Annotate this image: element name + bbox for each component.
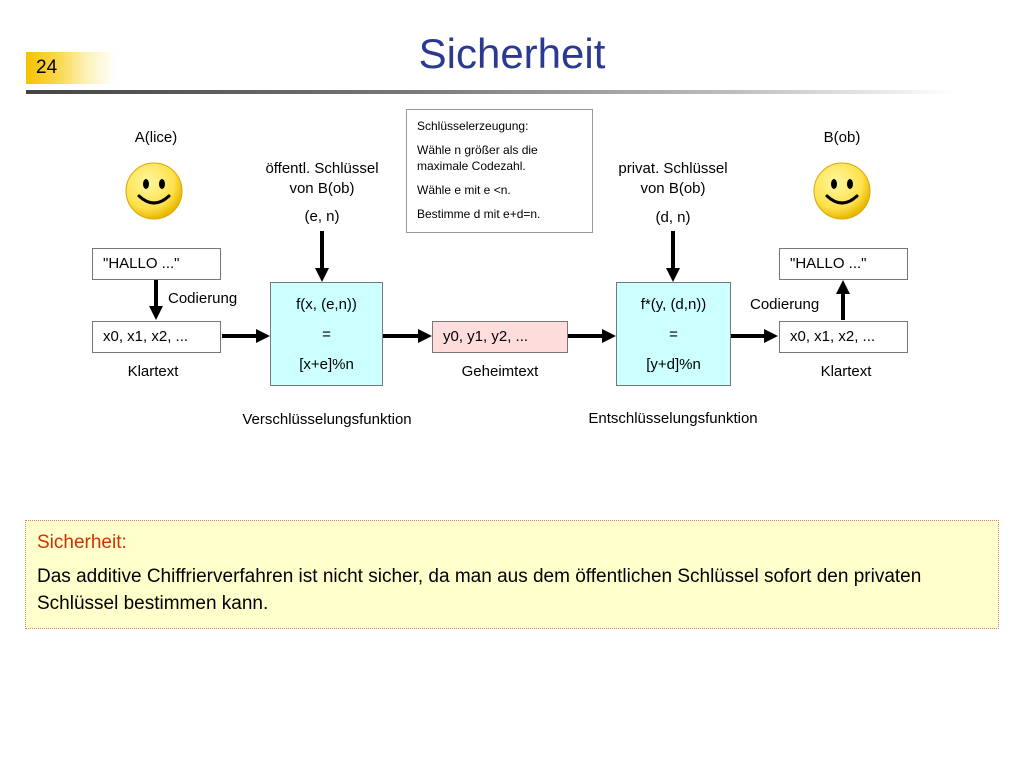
plaintext-box-left: x0, x1, x2, ... [92,321,221,353]
smiley-face-icon [125,162,183,220]
encryption-function-box: f(x, (e,n)) = [x+e]%n [270,282,383,386]
decrypt-fn-line2: = [669,326,678,343]
public-key-label-line1: öffentl. Schlüssel [265,160,379,177]
keygen-step-3: Bestimme d mit e+d=n. [417,207,541,221]
security-note-box: Sicherheit: Das additive Chiffrierverfah… [25,520,999,629]
private-key-label-line2: von B(ob) [640,180,706,197]
decryption-function-box: f*(y, (d,n)) = [y+d]%n [616,282,731,386]
private-key-value: (d, n) [655,209,691,226]
encrypt-fn-line1: f(x, (e,n)) [296,296,357,313]
slide-number: 24 [26,52,116,84]
keygen-step-1: Wähle n größer als die maximale Codezahl… [417,143,538,173]
arrow-down-icon [315,231,329,282]
title-divider [26,90,956,94]
key-generation-note: Schlüsselerzeugung: Wähle n größer als d… [406,109,593,233]
slide-title: Sicherheit [418,30,606,77]
alice-message-box: "HALLO ..." [92,248,221,280]
decryption-function-label: Entschlüsselungsfunktion [588,410,758,427]
keygen-step-2: Wähle e mit e <n. [417,183,511,197]
keygen-heading: Schlüsselerzeugung: [417,119,529,133]
bob-label: B(ob) [823,129,861,146]
public-key-label-line2: von B(ob) [289,180,355,197]
arrow-right-icon [568,329,616,343]
arrow-down-icon [149,280,163,320]
bob-message-box: "HALLO ..." [779,248,908,280]
private-key-label-line1: privat. Schlüssel [618,160,728,177]
encryption-function-label: Verschlüsselungsfunktion [242,411,412,428]
encoding-label-left: Codierung [168,290,238,307]
decrypt-fn-line1: f*(y, (d,n)) [640,296,707,313]
arrow-down-icon [666,231,680,282]
arrow-right-icon [731,329,778,343]
arrow-right-icon [222,329,270,343]
encrypt-fn-line2: = [322,326,331,343]
alice-label: A(lice) [134,129,178,146]
ciphertext-box: y0, y1, y2, ... [432,321,568,353]
arrow-right-icon [383,329,432,343]
decrypt-fn-line3: [y+d]%n [646,356,701,373]
encoding-label-right: Codierung [750,296,820,313]
public-key-value: (e, n) [304,208,340,225]
security-note-heading: Sicherheit: [37,532,127,553]
smiley-face-icon [813,162,871,220]
ciphertext-label: Geheimtext [461,363,539,380]
encrypt-fn-line3: [x+e]%n [299,356,354,373]
plaintext-label-left: Klartext [127,363,179,380]
security-note-body: Das additive Chiffrierverfahren ist nich… [37,566,922,614]
plaintext-label-right: Klartext [820,363,872,380]
plaintext-box-right: x0, x1, x2, ... [779,321,908,353]
arrow-up-icon [836,280,850,320]
